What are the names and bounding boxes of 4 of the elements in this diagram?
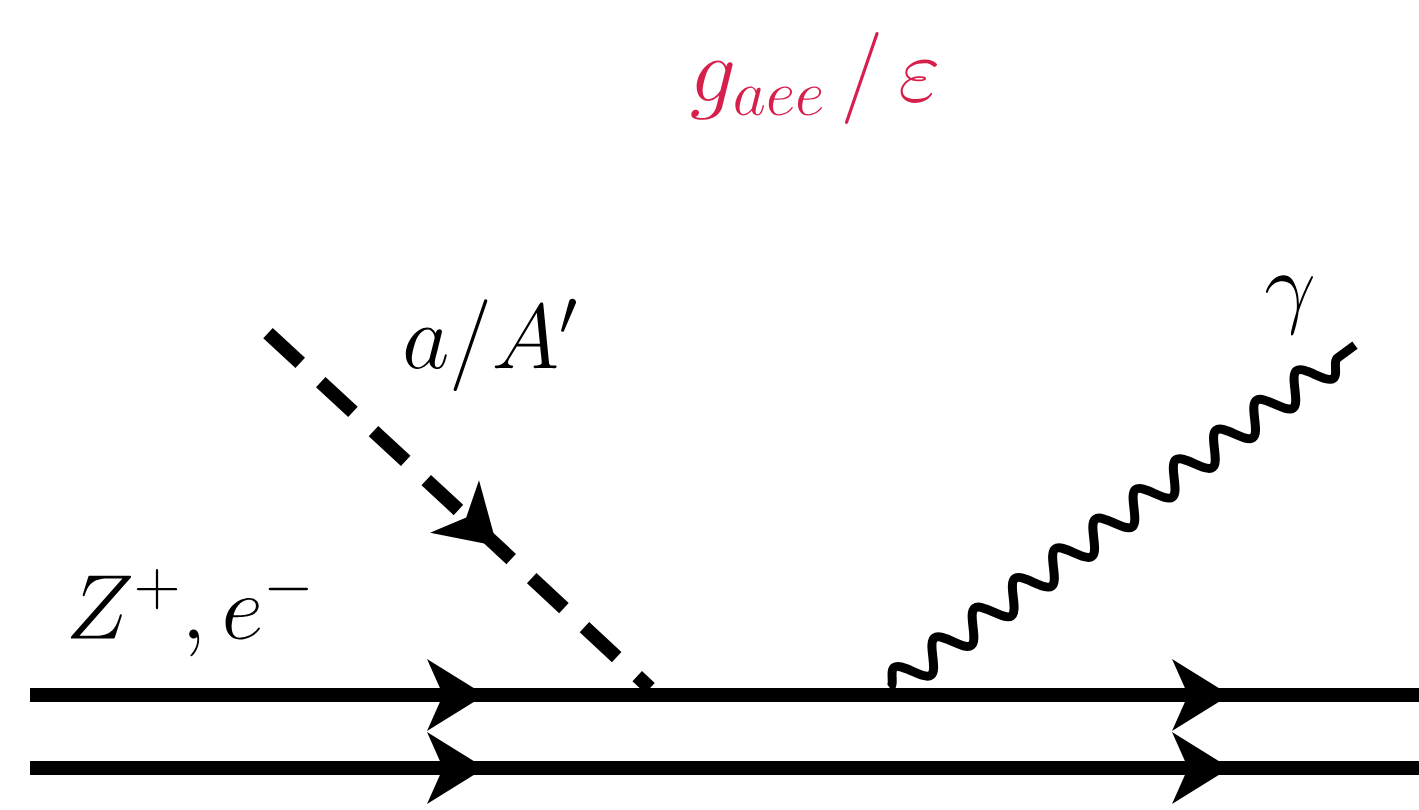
- math-label: $a/A'$: [405, 298, 577, 392]
- math-label: $\gamma$: [1265, 275, 1314, 336]
- math-label: $Z^+, e^-$: [70, 568, 308, 657]
- math-label: $g_{aee}\,/\,\varepsilon$: [691, 32, 938, 124]
